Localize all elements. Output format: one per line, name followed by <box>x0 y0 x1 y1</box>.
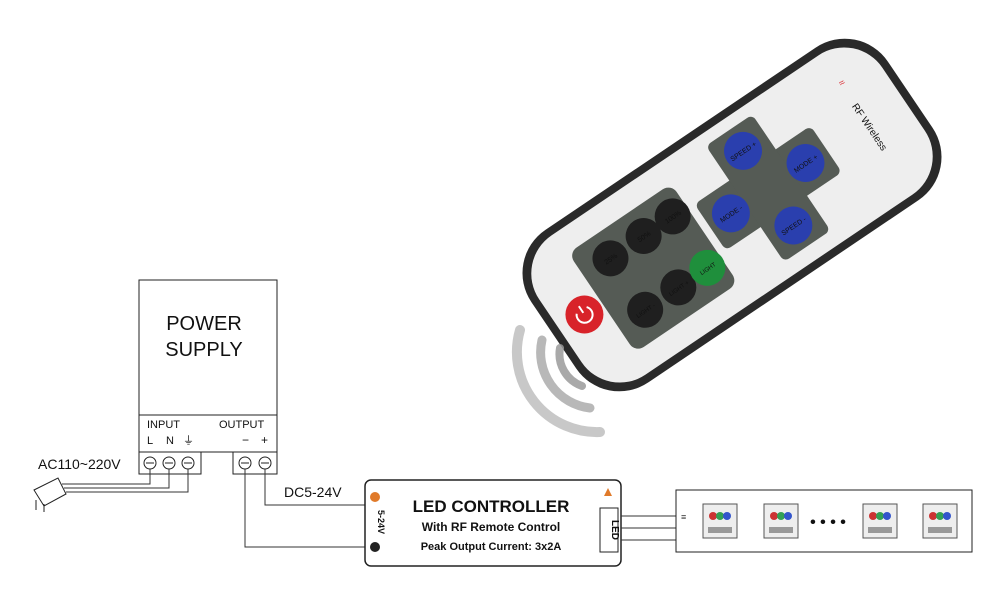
terminal-n-label: N <box>166 435 174 447</box>
dc-voltage-label: DC5-24V <box>284 484 342 500</box>
warning-icon <box>604 488 612 496</box>
controller-peak-current: Peak Output Current: 3x2A <box>421 541 562 553</box>
terminal-plus-label: + <box>261 433 268 447</box>
controller-title: LED CONTROLLER <box>413 497 570 516</box>
led-chip <box>763 503 799 539</box>
strip-connector-icon: ≡ <box>681 512 686 522</box>
power-supply: POWER SUPPLY INPUT OUTPUT L N ⏚ − + <box>138 279 278 475</box>
ac-cable <box>62 469 189 493</box>
led-controller: LED CONTROLLER With RF Remote Control Pe… <box>364 479 622 567</box>
strip-ellipsis: • • • • <box>810 514 846 531</box>
power-icon <box>575 306 594 324</box>
led-strip: ≡ • • • • <box>675 489 973 553</box>
input-plus-icon <box>370 492 380 502</box>
input-minus-icon <box>370 542 380 552</box>
input-label: INPUT <box>147 419 180 431</box>
led-wires <box>621 515 678 541</box>
brightness-keypad: 25% 50% 100% LIGHT - LIGHT + LIGHT <box>572 187 735 349</box>
led-chip <box>702 503 738 539</box>
ac-plug-icon <box>33 477 67 512</box>
light-minus-button[interactable] <box>620 285 670 335</box>
led-chip <box>922 503 958 539</box>
dc-wires <box>244 469 372 548</box>
button-25[interactable] <box>585 233 635 283</box>
ac-voltage-label: AC110~220V <box>38 456 121 472</box>
rf-remote: RF Wireless ≈ SPEED + MODE + MODE - SPEE… <box>522 38 942 392</box>
led-chip <box>862 503 898 539</box>
power-supply-title-2: SUPPLY <box>165 339 242 361</box>
mode-minus-button[interactable] <box>705 187 758 240</box>
cross-keypad: SPEED + MODE + MODE - SPEED - <box>696 116 840 260</box>
power-supply-title-1: POWER <box>166 313 242 335</box>
terminal-minus-label: − <box>242 433 249 447</box>
power-button[interactable] <box>558 288 611 341</box>
speed-minus-button[interactable] <box>767 199 820 252</box>
ground-icon: ⏚ <box>183 434 194 447</box>
signal-waves <box>511 325 605 438</box>
controller-output-label: LED <box>609 520 620 540</box>
light-button[interactable] <box>682 243 732 293</box>
mode-plus-button[interactable] <box>779 137 832 190</box>
light-plus-button[interactable] <box>653 262 703 312</box>
button-50[interactable] <box>619 211 669 261</box>
rf-signal-icon: ≈ <box>837 77 848 89</box>
button-100[interactable] <box>648 191 698 241</box>
speed-plus-button[interactable] <box>717 124 770 177</box>
controller-subtitle: With RF Remote Control <box>422 520 561 534</box>
output-label: OUTPUT <box>219 419 265 431</box>
terminal-l-label: L <box>147 435 153 447</box>
controller-input-voltage: 5-24V <box>376 510 386 534</box>
